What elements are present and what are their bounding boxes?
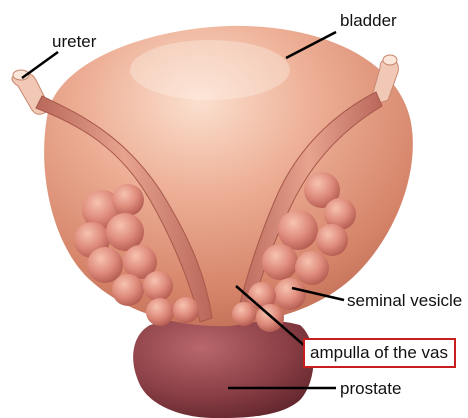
prostate-label: prostate xyxy=(340,379,401,399)
bladder-label: bladder xyxy=(340,11,397,31)
ureter-leader-line xyxy=(22,52,58,78)
prostate-shape xyxy=(133,318,313,418)
ampulla-label: ampulla of the vas xyxy=(303,338,456,368)
ureter-label: ureter xyxy=(52,32,96,52)
seminal-vesicle-label: seminal vesicle xyxy=(347,291,462,311)
